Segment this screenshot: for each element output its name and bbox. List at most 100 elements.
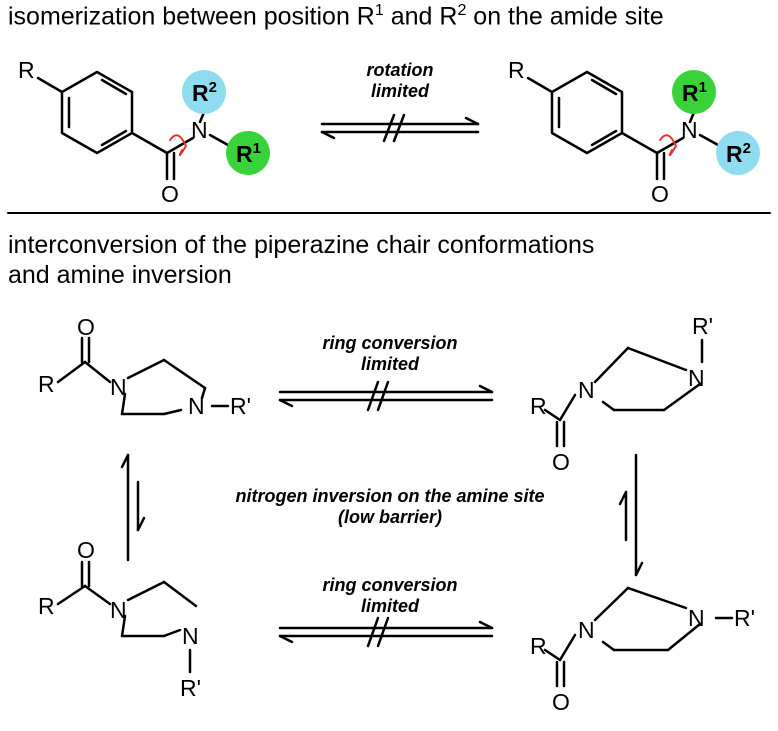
right-r1-label: R1 [682,79,707,106]
left-r1-label: R1 [236,140,261,167]
rotation-reverse-head-icon [320,130,336,140]
left-vert-up-head-icon [120,453,130,469]
bottom-ring-label-line2: limited [360,596,419,616]
tl-rp-label: R' [230,393,251,419]
bottom-ring-forward-head-icon [478,620,494,630]
section1-title: isomerization between position R1 and R2… [8,2,664,31]
right-c-n-bond [655,136,685,155]
left-r2-sup: 2 [209,79,217,96]
br-ring-bond-1 [626,586,688,610]
top-ring-forward-head-icon [478,384,494,394]
right-vert-up-head-icon [618,490,628,506]
left-vert-down-head-icon [136,516,146,532]
right-vert-down-head-icon [634,561,644,577]
tr-r-label: R [530,393,547,419]
top-ring-block-slash-2 [376,380,390,412]
br-n2-label: N [688,605,705,631]
tr-c-r-bond [543,408,562,422]
right-r2-sup: 2 [743,140,751,157]
nitrogen-inversion-line1: nitrogen inversion on the amine site [235,486,545,506]
right-benzene-ring [550,70,624,155]
bl-ring-bond-3 [120,614,127,638]
rotation-block-slash-1 [382,113,396,143]
bl-r-label: R [38,593,55,619]
piperazine-bottom-right [543,586,734,688]
tr-rp-label: R' [692,313,713,339]
left-r1-circle [226,131,270,175]
right-r2-circle [716,131,760,175]
right-r-label: R [508,57,525,83]
br-rp-label: R' [734,605,755,631]
section2-title: interconversion of the piperazine chair … [8,230,594,290]
left-r1-sup: 1 [253,140,261,157]
tr-ring-bond-1 [626,346,688,372]
tl-ring-bond-2 [162,358,207,390]
section2-title-line2: and amine inversion [8,261,232,289]
top-ring-equilibrium-arrow [278,380,494,412]
piperazine-bottom-left [56,560,198,674]
tr-ring-bond-2 [593,346,630,384]
rotation-block-slash-2 [392,113,406,143]
bl-n1-label: N [110,597,127,623]
rotation-equilibrium-arrow [320,113,480,143]
tl-ring-bond-6 [200,386,207,400]
rotation-forward-head-icon [464,116,480,126]
tl-ring-bond-5 [162,408,183,416]
bl-ring-bond-1 [126,580,166,602]
bottom-ring-block-slash-1 [366,616,380,648]
nitrogen-inversion-label: nitrogen inversion on the amine site (lo… [160,486,620,528]
nitrogen-inversion-line2: (low barrier) [337,507,443,527]
rotation-arrow-label: rotation limited [330,60,470,102]
bl-n2-label: N [182,623,199,649]
br-ring-bond-2 [593,586,630,622]
left-r2-circle [182,70,226,114]
bottom-ring-label-line1: ring conversion [322,575,458,595]
tl-ring-bond-3 [120,392,127,416]
br-ring-bond-5 [601,640,616,652]
tl-c-r-bond [56,360,87,384]
bl-ring-bond-2 [162,580,198,608]
right-aryl-carbonyl-bond [620,131,659,155]
left-ring-double-3 [100,129,128,147]
bl-ring-bond-5 [162,628,182,638]
bl-o-label: O [77,537,95,563]
right-r1-circle [672,70,716,114]
tl-n2-label: N [188,393,205,419]
right-vertical-equilibrium-arrow [618,453,644,577]
br-ring-bond-3 [666,622,702,652]
left-r2-letter: R [192,80,209,106]
bottom-ring-equilibrium-arrow [278,616,494,648]
tr-n-c-bond [558,393,577,422]
left-aryl-carbonyl-bond [130,131,169,155]
bottom-ring-block-slash-2 [376,616,390,648]
section1-title-mid: and R [383,2,458,31]
left-r-label: R [18,57,35,83]
tr-o-label: O [552,449,570,475]
section1-title-sup2: 2 [457,2,467,19]
right-amide-structure [526,70,720,181]
piperazine-top-right [543,338,704,448]
left-vertical-equilibrium-arrow [120,453,146,562]
right-o-label: O [651,181,669,207]
bl-c-n-bond [83,584,112,606]
left-benzene-ring [60,70,134,155]
tr-ring-bond-5 [601,400,616,412]
bottom-ring-arrow-label: ring conversion limited [290,575,490,617]
right-r2-letter: R [726,141,743,167]
left-ring-double-2 [100,78,128,96]
tr-n1-label: N [578,377,595,403]
right-ring-double-2 [590,78,618,96]
left-r-bond [36,76,64,94]
top-ring-arrow-label: ring conversion limited [290,333,490,375]
section2-title-line1: interconversion of the piperazine chair … [8,231,595,259]
tr-ring-bond-3 [662,382,702,412]
br-n-c-bond [558,633,577,662]
bl-rp-label: R' [180,675,201,701]
tl-r-label: R [38,371,55,397]
section1-title-post: on the amide site [466,2,664,31]
right-r-bond [526,76,554,94]
tr-n2-label: N [688,365,705,391]
bl-c-r-bond [56,584,87,606]
tl-c-n-bond [83,360,112,384]
